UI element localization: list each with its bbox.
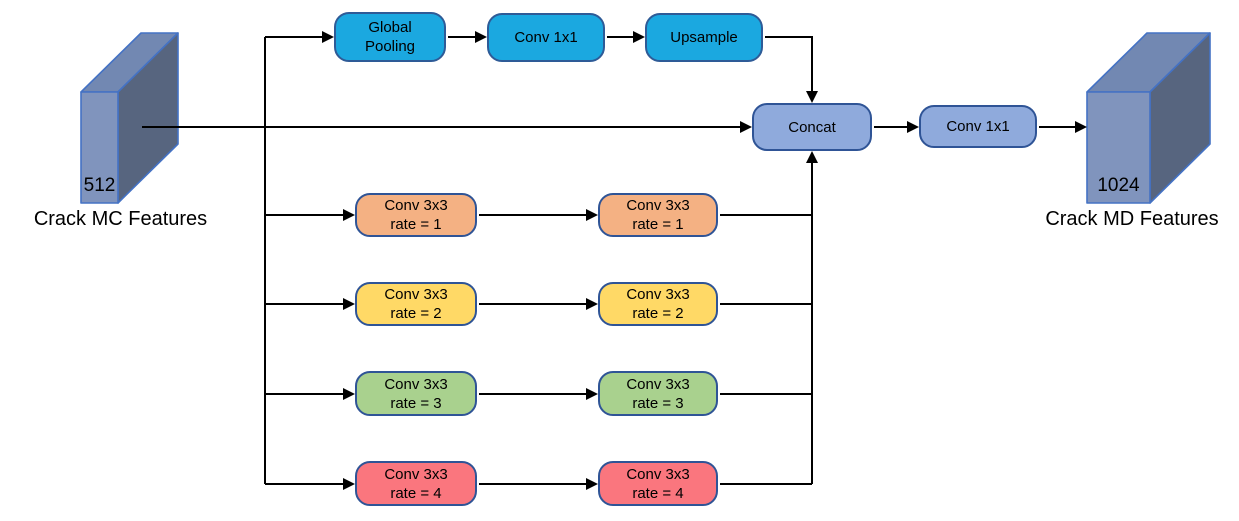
upsample-node: Upsample bbox=[645, 13, 763, 62]
conv3x3-rate1-a-line2: rate = 1 bbox=[390, 216, 442, 233]
conv3x3-rate2-a-node: Conv 3x3 rate = 2 bbox=[355, 282, 477, 326]
conv1x1-output-node: Conv 1x1 bbox=[919, 105, 1037, 148]
conv3x3-rate1-a-node: Conv 3x3 rate = 1 bbox=[355, 193, 477, 237]
conv3x3-rate1-b-line2: rate = 1 bbox=[632, 216, 684, 233]
conv3x3-rate4-b-line2: rate = 4 bbox=[632, 484, 684, 502]
conv3x3-rate2-b-node: Conv 3x3 rate = 2 bbox=[598, 282, 718, 326]
conv3x3-rate2-b-line2: rate = 2 bbox=[632, 305, 684, 322]
conv3x3-rate4-a-node: Conv 3x3 rate = 4 bbox=[355, 461, 477, 506]
upsample-label: Upsample bbox=[670, 29, 738, 46]
conv3x3-rate3-a-node: Conv 3x3 rate = 3 bbox=[355, 371, 477, 416]
conv1x1-output-label: Conv 1x1 bbox=[946, 118, 1010, 135]
global-pooling-label-line1: Global bbox=[368, 19, 412, 36]
conv3x3-rate4-b-line1: Conv 3x3 bbox=[626, 465, 690, 483]
conv3x3-rate3-a-line2: rate = 3 bbox=[390, 394, 442, 412]
conv3x3-rate3-a-line1: Conv 3x3 bbox=[384, 375, 448, 393]
right-merge-bus bbox=[720, 151, 818, 485]
conv3x3-rate3-b-line2: rate = 3 bbox=[632, 394, 684, 412]
left-branch-bus bbox=[264, 31, 355, 490]
input-feature-block-3d bbox=[80, 32, 179, 204]
conv3x3-rate1-b-line1: Conv 3x3 bbox=[626, 197, 690, 214]
output-caption: Crack MD Features bbox=[1045, 208, 1219, 230]
conv3x3-rate4-a-line1: Conv 3x3 bbox=[384, 465, 448, 483]
conv3x3-rate1-b-node: Conv 3x3 rate = 1 bbox=[598, 193, 718, 237]
global-pooling-node: Global Pooling bbox=[334, 12, 446, 62]
pooling-chain-arrows bbox=[448, 31, 818, 103]
conv3x3-rate4-a-line2: rate = 4 bbox=[390, 484, 442, 502]
conv3x3-rate2-a-line1: Conv 3x3 bbox=[384, 286, 448, 303]
global-pooling-label-line2: Pooling bbox=[364, 38, 416, 55]
output-chain-arrows bbox=[874, 121, 1087, 133]
conv3x3-rate3-b-line1: Conv 3x3 bbox=[626, 375, 690, 393]
conv3x3-rate1-a-line1: Conv 3x3 bbox=[384, 197, 448, 214]
branch-chain-arrows bbox=[479, 209, 598, 490]
conv3x3-rate2-a-line2: rate = 2 bbox=[390, 305, 442, 322]
conv1x1-top-label: Conv 1x1 bbox=[514, 29, 578, 46]
output-channels-label: 1024 bbox=[1097, 175, 1140, 196]
concat-label: Concat bbox=[788, 118, 836, 136]
main-flow-line bbox=[142, 121, 752, 133]
concat-node: Concat bbox=[752, 103, 872, 151]
conv1x1-top-node: Conv 1x1 bbox=[487, 13, 605, 62]
output-feature-block-3d bbox=[1086, 32, 1211, 204]
conv3x3-rate4-b-node: Conv 3x3 rate = 4 bbox=[598, 461, 718, 506]
conv3x3-rate2-b-line1: Conv 3x3 bbox=[626, 286, 690, 303]
input-caption: Crack MC Features bbox=[33, 208, 208, 230]
input-channels-label: 512 bbox=[83, 175, 116, 196]
conv3x3-rate3-b-node: Conv 3x3 rate = 3 bbox=[598, 371, 718, 416]
